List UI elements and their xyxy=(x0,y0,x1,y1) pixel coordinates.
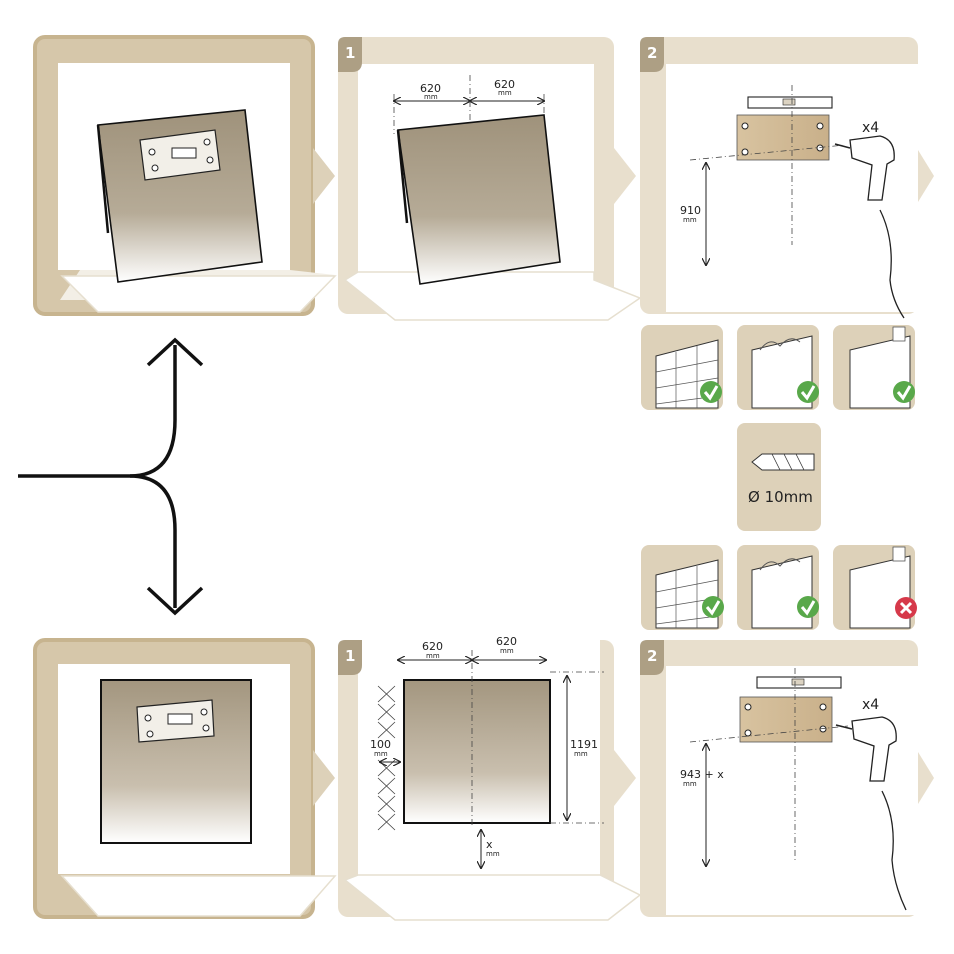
width-right-value: 620 xyxy=(496,635,517,648)
step-number: 1 xyxy=(345,647,355,665)
drill-bit-tile: Ø 10mm xyxy=(737,423,821,531)
power-drill-icon xyxy=(834,135,905,319)
wall-type-brick-ok xyxy=(641,545,724,630)
top-step2-panel: 2 910 mm x4 xyxy=(640,37,934,319)
top-overview-panel xyxy=(33,35,337,316)
next-step-chevron xyxy=(313,750,335,806)
next-step-chevron xyxy=(313,148,335,204)
wall-type-hollow-ok xyxy=(737,325,819,410)
height-value: 943 + x xyxy=(680,768,724,781)
side-gap-value: 100 xyxy=(370,738,391,751)
step-number: 1 xyxy=(345,44,355,62)
width-left-value: 620 xyxy=(420,82,441,95)
screw-count: x4 xyxy=(862,120,879,136)
wall-bracket-icon xyxy=(139,129,221,181)
drill-bit-size: Ø 10mm xyxy=(748,488,813,506)
step-number: 2 xyxy=(647,647,657,665)
height-unit: mm xyxy=(683,780,697,788)
cross-icon xyxy=(899,601,913,615)
bottom-step2-panel: 2 943 + x mm x4 xyxy=(640,640,934,917)
height-value: 1191 xyxy=(570,738,598,751)
side-gap-unit: mm xyxy=(374,750,388,758)
bottom-overview-panel xyxy=(33,638,337,919)
power-drill-icon xyxy=(835,716,907,911)
width-left-unit: mm xyxy=(426,652,440,660)
check-icon xyxy=(800,600,816,616)
next-step-chevron xyxy=(614,148,636,204)
top-step1-panel: 1 620 mm 620 mm xyxy=(338,37,642,321)
bottom-step1-panel: 1 620 mm 620 mm 100 mm 1191 mm x mm xyxy=(338,610,642,921)
drill-bit-icon xyxy=(751,453,815,471)
width-left-unit: mm xyxy=(424,93,438,101)
side-wall-hatch xyxy=(377,685,396,831)
drill-template-icon xyxy=(736,114,830,161)
check-icon xyxy=(703,385,719,401)
tv-panel-tilted xyxy=(96,109,263,283)
width-left-value: 620 xyxy=(422,640,443,653)
wall-type-hollow-ok xyxy=(737,545,819,630)
width-right-value: 620 xyxy=(494,78,515,91)
height-value: 910 xyxy=(680,204,701,217)
branch-arrows xyxy=(18,337,204,616)
check-icon xyxy=(896,385,912,401)
floor-gap-unit: mm xyxy=(486,850,500,858)
width-right-unit: mm xyxy=(498,89,512,97)
next-step-chevron xyxy=(614,750,636,806)
drill-template-icon xyxy=(739,696,833,743)
height-unit: mm xyxy=(683,216,697,224)
width-right-unit: mm xyxy=(500,647,514,655)
screw-count: x4 xyxy=(862,697,879,713)
wall-bracket-icon xyxy=(136,699,215,743)
wall-type-drywall-ok xyxy=(833,325,915,410)
check-icon xyxy=(705,600,721,616)
wall-type-brick-ok xyxy=(641,325,723,410)
height-unit: mm xyxy=(574,750,588,758)
step-number: 2 xyxy=(647,44,657,62)
wall-type-drywall-no xyxy=(833,545,917,630)
tv-panel-tilted xyxy=(397,114,561,285)
floor-gap-value: x xyxy=(486,838,493,851)
check-icon xyxy=(800,385,816,401)
tv-panel-flat xyxy=(403,679,551,824)
